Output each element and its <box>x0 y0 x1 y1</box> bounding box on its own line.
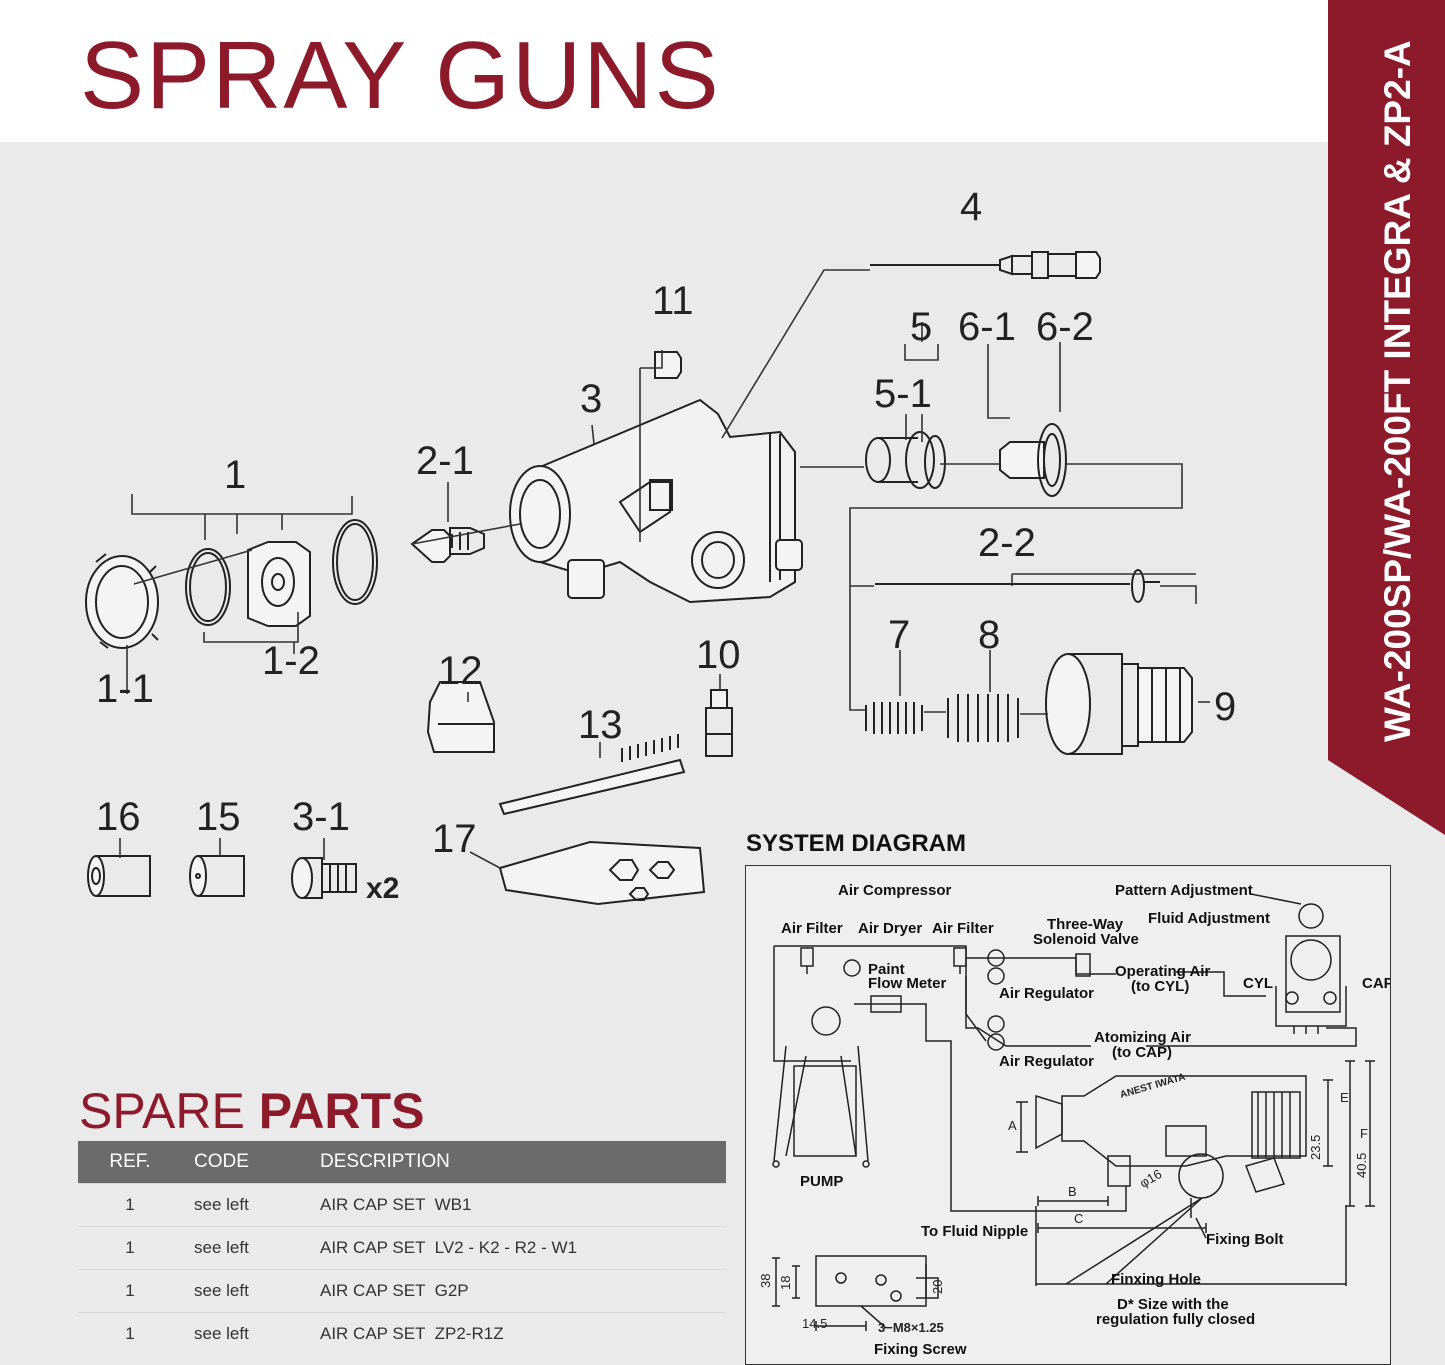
sd-atomizing-air-to: (to CAP) <box>1112 1044 1172 1061</box>
label-2-1: 2-1 <box>416 439 474 483</box>
sd-fixing-bolt: Fixing Bolt <box>1206 1231 1284 1248</box>
sd-fixing-screw: Fixing Screw <box>874 1341 967 1358</box>
cell-code: see left <box>182 1183 308 1227</box>
sd-pattern-adjustment: Pattern Adjustment <box>1115 882 1253 899</box>
sd-d-size-1: D* Size with the <box>1117 1296 1229 1313</box>
sd-d-size-2: regulation fully closed <box>1096 1311 1255 1328</box>
header-code: CODE <box>182 1141 308 1184</box>
table-row: 1 see left AIR CAP SET G2P <box>78 1269 726 1313</box>
spare-parts-title: SPARE PARTS <box>79 1086 424 1136</box>
sd-dim-20: 20 <box>930 1280 945 1294</box>
table-row: 1 see left AIR CAP SET WB1 <box>78 1183 726 1227</box>
label-15: 15 <box>196 795 241 839</box>
sd-air-dryer: Air Dryer <box>858 920 922 937</box>
label-x2: x2 <box>366 872 399 905</box>
system-diagram-title: SYSTEM DIAGRAM <box>746 830 967 857</box>
label-3: 3 <box>580 377 602 421</box>
spare-parts-title-light: SPARE <box>79 1083 259 1139</box>
sd-dim-c: C <box>1074 1211 1083 1226</box>
label-9: 9 <box>1214 685 1236 729</box>
sd-air-filter-1: Air Filter <box>781 920 843 937</box>
cell-ref: 1 <box>78 1183 182 1227</box>
cell-description: AIR CAP SET WB1 <box>308 1183 726 1227</box>
label-16: 16 <box>96 795 141 839</box>
label-12: 12 <box>438 649 483 693</box>
sd-dim-a: A <box>1008 1118 1017 1133</box>
cell-code: see left <box>182 1269 308 1313</box>
page-title: SPRAY GUNS <box>80 22 721 129</box>
sd-operating-air-to: (to CYL) <box>1131 978 1189 995</box>
sd-air-compressor: Air Compressor <box>838 882 952 899</box>
label-6-2: 6-2 <box>1036 305 1094 349</box>
cell-description: AIR CAP SET ZP2-R1Z <box>308 1312 726 1355</box>
cell-ref: 1 <box>78 1226 182 1270</box>
label-11: 11 <box>652 279 694 323</box>
spare-parts-table: REF. CODE DESCRIPTION 1 see left AIR CAP… <box>78 1141 726 1355</box>
cell-code: see left <box>182 1226 308 1270</box>
header-description: DESCRIPTION <box>308 1141 726 1184</box>
sd-atomizing-air: Atomizing Air <box>1094 1029 1191 1046</box>
cell-ref: 1 <box>78 1269 182 1313</box>
cell-ref: 1 <box>78 1312 182 1355</box>
sd-three-way-1: Three-Way <box>1047 916 1124 933</box>
sd-air-regulator-1: Air Regulator <box>999 985 1094 1002</box>
label-4: 4 <box>960 185 982 229</box>
table-header-row: REF. CODE DESCRIPTION <box>78 1141 726 1184</box>
sd-to-fluid-nipple: To Fluid Nipple <box>921 1223 1028 1240</box>
sd-dim-phi16: φ16 <box>1137 1166 1164 1190</box>
sd-dim-18: 18 <box>778 1276 793 1290</box>
table-row: 1 see left AIR CAP SET ZP2-R1Z <box>78 1312 726 1355</box>
system-diagram: ANEST IWATA Air Compressor Pattern Adjus… <box>745 865 1391 1365</box>
sd-dim-14-5: 14.5 <box>802 1316 827 1331</box>
sd-dim-e: E <box>1340 1090 1349 1105</box>
spare-parts-title-bold: PARTS <box>258 1083 425 1139</box>
sd-operating-air: Operating Air <box>1115 963 1210 980</box>
label-13: 13 <box>578 703 623 747</box>
header-ref: REF. <box>78 1141 182 1184</box>
label-7: 7 <box>888 613 910 657</box>
sd-fixing-hole: Finxing Hole <box>1111 1271 1201 1288</box>
label-5: 5 <box>910 305 932 349</box>
cell-code: see left <box>182 1312 308 1355</box>
side-banner <box>1328 0 1445 835</box>
side-banner-text: WA-200SP/WA-200FT INTEGRA & ZP2-A <box>1377 40 1418 742</box>
sd-dim-23-5: 23.5 <box>1308 1135 1323 1160</box>
table-row: 1 see left AIR CAP SET LV2 - K2 - R2 - W… <box>78 1226 726 1270</box>
label-1-2: 1-2 <box>262 639 320 683</box>
label-5-1: 5-1 <box>874 372 932 416</box>
sd-dim-38: 38 <box>758 1274 773 1288</box>
label-3-1: 3-1 <box>292 795 350 839</box>
sd-paint: Paint <box>868 961 905 978</box>
sd-three-way-2: Solenoid Valve <box>1033 931 1139 948</box>
sd-flow-meter: Flow Meter <box>868 975 947 992</box>
exploded-view-diagram: 4 11 5 6-1 6-2 3 5-1 1 2-1 2-2 1-1 1-2 7… <box>85 185 1236 906</box>
sd-fluid-adjustment: Fluid Adjustment <box>1148 910 1270 927</box>
sd-dim-m8: 3−M8×1.25 <box>878 1320 944 1335</box>
cell-description: AIR CAP SET LV2 - K2 - R2 - W1 <box>308 1226 726 1270</box>
sd-pump: PUMP <box>800 1173 843 1190</box>
sd-dim-40-5: 40.5 <box>1354 1153 1369 1178</box>
sd-air-filter-2: Air Filter <box>932 920 994 937</box>
label-17: 17 <box>432 817 477 861</box>
label-6-1: 6-1 <box>958 305 1016 349</box>
cell-description: AIR CAP SET G2P <box>308 1269 726 1313</box>
label-1: 1 <box>224 453 246 497</box>
sd-dim-b: B <box>1068 1184 1077 1199</box>
page-header: SPRAY GUNS <box>0 0 1445 142</box>
label-2-2: 2-2 <box>978 521 1036 565</box>
sd-dim-f: F <box>1360 1126 1368 1141</box>
sd-cyl: CYL <box>1243 975 1273 992</box>
sd-cap: CAP <box>1362 975 1391 992</box>
label-1-1: 1-1 <box>96 667 154 711</box>
label-10: 10 <box>696 633 741 677</box>
sd-air-regulator-2: Air Regulator <box>999 1053 1094 1070</box>
label-8: 8 <box>978 613 1000 657</box>
